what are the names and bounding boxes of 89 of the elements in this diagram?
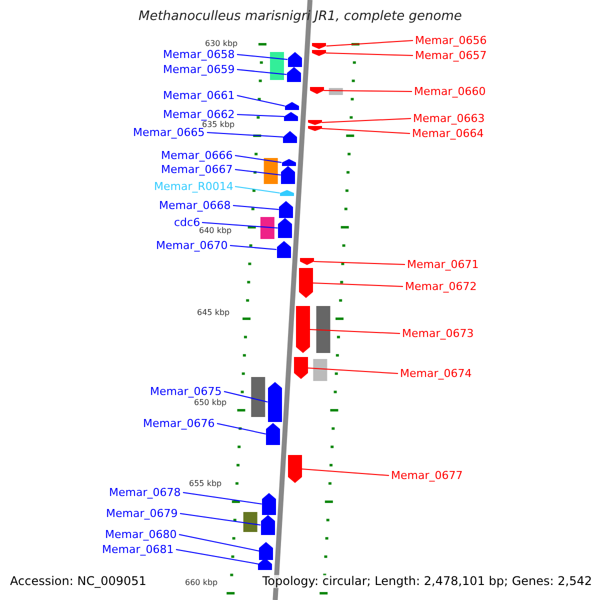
reverse-gene-glyph [288,455,302,483]
forward-gene-glyph [284,102,299,110]
gene-label: cdc6 [174,216,200,229]
gene-label: Memar_0662 [163,108,235,121]
gene-label: Memar_0671 [407,258,479,271]
leader-line [234,169,282,176]
forward-gene-glyph [258,558,272,570]
leader-line [206,132,284,138]
forward-gene-glyph [260,515,275,535]
gene-label: Memar_0677 [391,469,463,482]
gene-label: Memar_0675 [150,385,222,398]
leader-line [182,492,262,504]
forward-gene-glyph [278,218,292,238]
leader-line [232,205,280,210]
forward-gene-glyph [283,131,298,143]
leader-line [313,261,406,265]
leader-line [236,69,288,75]
scale-label: 630 kbp [205,39,238,49]
reverse-gene-glyph [308,120,322,125]
reverse-gene-glyph [312,50,326,56]
gene-label: Memar_0659 [163,63,235,76]
title: Methanoculleus marisnigri JR1, complete genome [138,10,462,23]
leader-line [234,186,280,194]
accession-text: Accession: NC_009051 [10,575,146,588]
leader-line [236,114,285,117]
leader-line [224,391,268,402]
scale-label: 650 kbp [194,398,227,408]
reverse-gene-glyph [312,43,326,49]
forward-gene-glyph [286,67,301,82]
gene-label: Memar_0656 [415,34,487,47]
gene-label: Memar_0658 [163,48,235,61]
gene-label: Memar_0666 [161,149,233,162]
gene-label: Memar_0670 [156,239,228,252]
gene-label: Memar_0667 [161,163,233,176]
forward-gene-glyph [266,423,280,445]
gene-label: Memar_0660 [414,85,486,98]
scale-label: 645 kbp [197,308,230,318]
scale-label: 640 kbp [199,226,232,236]
forward-gene-glyph [259,542,274,560]
leader-line [321,128,410,134]
gene-label: Memar_0674 [400,367,472,380]
gene-label: Memar_0665 [133,126,205,139]
gene-label: Memar_0664 [412,127,484,140]
leader-line [307,368,398,374]
reverse-gene-glyph [294,357,308,379]
gene-label: Memar_0663 [413,112,485,125]
gene-label: Memar_R0014 [154,180,234,193]
forward-gene-glyph [288,52,302,67]
gene-label: Memar_0657 [415,49,487,62]
gene-label: Memar_0672 [405,280,477,293]
scale-label: 635 kbp [202,120,235,129]
leader-line [323,90,412,92]
leader-line [326,40,414,46]
leader-line [236,95,286,106]
leader-line [234,155,282,163]
leader-line [216,423,266,434]
leader-line [178,534,260,552]
forward-gene-glyph [284,112,298,121]
leader-line [301,468,390,476]
forward-gene-glyph [276,241,291,258]
forward-gene-glyph [280,190,294,196]
reverse-gene-glyph [296,306,310,353]
leader-line [321,118,412,123]
gene-label: Memar_0678 [109,486,181,499]
reverse-gene-glyph [300,258,314,265]
leader-line [176,549,259,564]
forward-gene-glyph [262,493,276,515]
reverse-gene-glyph [308,126,322,131]
reverse-gene-glyph [298,268,313,298]
forward-gene-glyph [278,201,293,218]
gene-label: Memar_0673 [402,327,474,340]
gene-label: Memar_0680 [105,528,177,541]
leader-line [325,52,414,56]
reverse-gene-glyph [310,87,324,94]
leader-line [236,54,288,60]
gene-label: Memar_0668 [159,199,231,212]
scale-label: 660 kbp [185,578,218,588]
scale-label: 655 kbp [189,479,222,489]
leader-line [312,282,404,287]
forward-gene-glyph [268,382,282,422]
leader-line [309,329,400,334]
gene-label: Memar_0661 [163,89,235,102]
genome-summary-text: Topology: circular; Length: 2,478,101 bp; Genes: 2,542 [262,575,592,588]
leader-line [230,245,278,250]
gene-label: Memar_0676 [143,417,215,430]
gene-label: Memar_0681 [102,543,174,556]
gene-label: Memar_0679 [106,507,178,520]
leader-line [202,222,278,228]
leader-line [180,513,262,526]
